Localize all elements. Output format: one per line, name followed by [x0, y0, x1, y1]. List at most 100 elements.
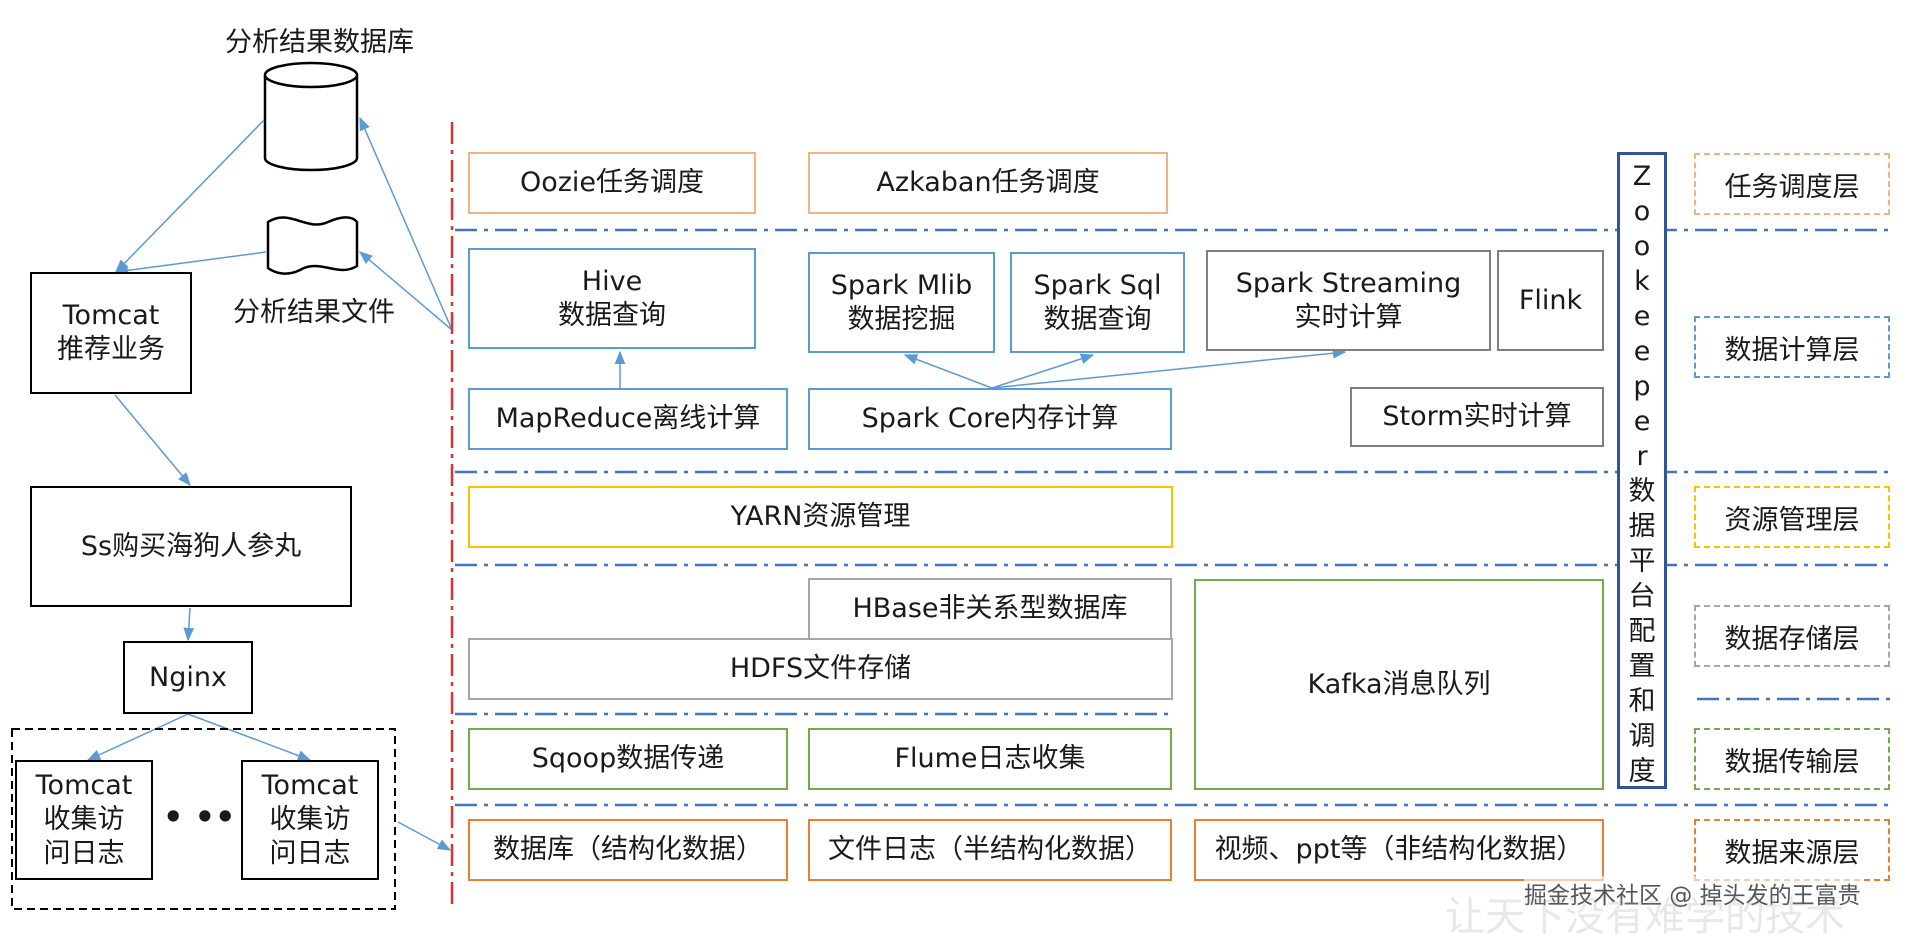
ss-box: Ss购买海狗人参丸 — [30, 486, 352, 607]
layer-scheduling: 任务调度层 — [1694, 153, 1890, 215]
layer-source: 数据来源层 — [1694, 819, 1890, 881]
hdfs-label: HDFS文件存储 — [729, 653, 912, 685]
arrow-sparkcore-to-streaming — [991, 347, 1347, 389]
spark-streaming-box: Spark Streaming 实时计算 — [1206, 250, 1491, 351]
flink-box: Flink — [1497, 250, 1604, 351]
layer-storage: 数据存储层 — [1694, 605, 1890, 667]
zookeeper-char: p — [1633, 371, 1651, 402]
zookeeper-char: r — [1636, 441, 1648, 472]
file-icon — [266, 216, 359, 275]
analysis-db-label: 分析结果数据库 — [225, 27, 414, 58]
yarn-box: YARN资源管理 — [468, 486, 1173, 548]
tomcat-log-box-2: Tomcat 收集访 问日志 — [241, 760, 379, 880]
hbase-label: HBase非关系型数据库 — [852, 593, 1128, 625]
nginx-box: Nginx — [123, 641, 253, 714]
zookeeper-char: 和 — [1628, 686, 1656, 717]
arrow-sparkcore-to-mlib — [903, 354, 993, 389]
tomcat-business-box: Tomcat 推荐业务 — [30, 272, 192, 394]
spark-streaming-line1: Spark Streaming — [1235, 267, 1462, 299]
storm-box: Storm实时计算 — [1350, 387, 1604, 447]
spark-sql-line2: 数据查询 — [1043, 303, 1152, 335]
azkaban-label: Azkaban任务调度 — [876, 167, 1100, 199]
database-source-label: 数据库（结构化数据） — [493, 834, 763, 866]
layer-dividers — [455, 228, 1890, 807]
kafka-box: Kafka消息队列 — [1194, 579, 1604, 790]
video-source-box: 视频、ppt等（非结构化数据） — [1194, 819, 1604, 881]
mapreduce-label: MapReduce离线计算 — [495, 403, 761, 435]
database-icon — [263, 61, 359, 172]
mapreduce-box: MapReduce离线计算 — [468, 388, 788, 450]
nginx-label: Nginx — [149, 661, 227, 693]
tomcat-log-2-line3: 问日志 — [269, 837, 351, 869]
hive-line1: Hive — [581, 265, 643, 297]
tomcat-business-line1: Tomcat — [62, 300, 160, 332]
zookeeper-char: 据 — [1628, 511, 1656, 542]
hive-line2: 数据查询 — [558, 299, 666, 331]
flume-box: Flume日志收集 — [808, 728, 1172, 790]
arrow-platform-to-db — [359, 116, 453, 331]
watermark-text: 掘金技术社区 @ 掉头发的王富贵 — [1524, 876, 1861, 910]
arrow-db-to-tomcat — [115, 119, 265, 273]
database-source-box: 数据库（结构化数据） — [468, 819, 788, 881]
spark-core-label: Spark Core内存计算 — [861, 403, 1119, 435]
hdfs-box: HDFS文件存储 — [468, 638, 1173, 700]
zookeeper-char: e — [1633, 336, 1651, 367]
arrow-logs-to-source — [397, 821, 452, 851]
flume-label: Flume日志收集 — [894, 743, 1086, 775]
tomcat-log-1-line3: 问日志 — [43, 837, 125, 869]
tomcat-log-1-line2: 收集访 — [43, 804, 125, 836]
yarn-label: YARN资源管理 — [730, 501, 911, 533]
zookeeper-char: e — [1633, 406, 1651, 437]
tomcat-log-2-line2: 收集访 — [269, 804, 351, 836]
flink-label: Flink — [1518, 284, 1583, 316]
arrow-platform-to-file — [358, 251, 453, 331]
analysis-file-label: 分析结果文件 — [233, 297, 395, 328]
oozie-box: Oozie任务调度 — [468, 152, 756, 214]
spark-core-box: Spark Core内存计算 — [808, 388, 1172, 450]
azkaban-box: Azkaban任务调度 — [808, 152, 1168, 214]
ellipsis: • •• — [163, 798, 236, 836]
zookeeper-char: 置 — [1628, 651, 1656, 682]
file-log-source-label: 文件日志（半结构化数据） — [828, 834, 1152, 866]
zookeeper-char: 台 — [1628, 581, 1656, 612]
tomcat-log-2-line1: Tomcat — [261, 770, 359, 802]
zookeeper-char: o — [1633, 196, 1651, 227]
layer-compute: 数据计算层 — [1694, 316, 1890, 378]
zookeeper-char: o — [1633, 231, 1651, 262]
spark-sql-line1: Spark Sql — [1033, 269, 1162, 301]
arrow-tomcat-to-ss — [114, 394, 191, 487]
sqoop-label: Sqoop数据传递 — [531, 743, 725, 775]
arrow-ss-to-nginx — [183, 607, 195, 642]
video-source-label: 视频、ppt等（非结构化数据） — [1214, 834, 1584, 866]
layer-resource: 资源管理层 — [1694, 486, 1890, 548]
layer-transport: 数据传输层 — [1694, 728, 1890, 790]
hive-box: Hive 数据查询 — [468, 248, 756, 349]
tomcat-log-1-line1: Tomcat — [35, 770, 133, 802]
spark-mlib-line2: 数据挖掘 — [847, 303, 956, 335]
kafka-label: Kafka消息队列 — [1307, 668, 1491, 700]
spark-streaming-line2: 实时计算 — [1294, 301, 1403, 333]
tomcat-business-line2: 推荐业务 — [57, 334, 165, 365]
arrow-sparkcore-to-sql — [991, 353, 1095, 389]
arrow-nginx-to-log1 — [86, 713, 189, 761]
storm-label: Storm实时计算 — [1382, 401, 1572, 433]
zookeeper-char: 度 — [1628, 756, 1656, 787]
arrow-file-to-tomcat — [114, 251, 267, 276]
ss-box-label: Ss购买海狗人参丸 — [80, 530, 302, 562]
sqoop-box: Sqoop数据传递 — [468, 728, 788, 790]
arrow-nginx-to-log2 — [187, 713, 312, 761]
zookeeper-char: k — [1634, 266, 1650, 297]
hbase-box: HBase非关系型数据库 — [808, 578, 1172, 640]
zookeeper-char: e — [1633, 301, 1651, 332]
log-collector-group — [11, 728, 396, 910]
spark-mlib-box: Spark Mlib 数据挖掘 — [808, 252, 995, 353]
spark-sql-box: Spark Sql 数据查询 — [1010, 252, 1185, 353]
zookeeper-char: 调 — [1628, 721, 1656, 752]
file-log-source-box: 文件日志（半结构化数据） — [808, 819, 1172, 881]
zookeeper-char: 配 — [1628, 616, 1656, 647]
spark-mlib-line1: Spark Mlib — [830, 269, 973, 301]
watermark-faint: 让天下没有难学的技术 — [1445, 894, 1845, 940]
zookeeper-char: Z — [1632, 161, 1652, 192]
